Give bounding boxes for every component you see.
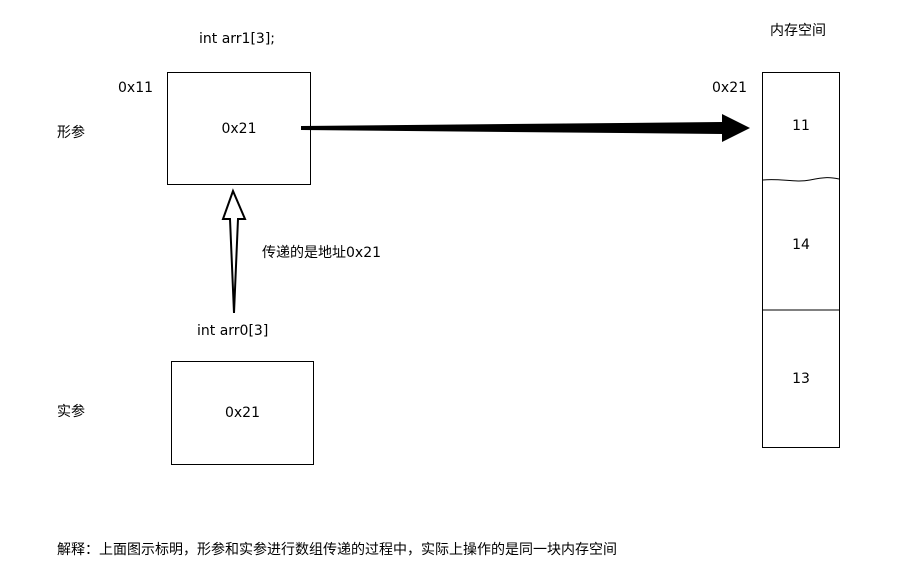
explanation-text: 解释：上面图示标明，形参和实参进行数组传递的过程中，实际上操作的是同一块内存空间 (57, 542, 617, 558)
passing-note: 传递的是地址0x21 (262, 245, 382, 261)
actual-row-label: 实参 (57, 404, 85, 420)
actual-param-box: 0x21 (171, 361, 314, 465)
pass-up-arrow (221, 188, 247, 314)
actual-value: 0x21 (224, 405, 260, 421)
memory-cell-1: 11 (792, 118, 810, 134)
memory-title: 内存空间 (770, 23, 826, 39)
memory-cell-3: 13 (792, 371, 810, 387)
memory-block: 11 14 13 (762, 72, 840, 448)
formal-address: 0x11 (118, 80, 154, 96)
formal-row-label: 形参 (57, 125, 85, 141)
memory-cell-2: 14 (792, 237, 810, 253)
pointer-arrow (301, 114, 750, 142)
formal-value: 0x21 (221, 120, 257, 137)
memory-address: 0x21 (712, 80, 748, 96)
memory-divider-1 (762, 177, 840, 182)
formal-declaration: int arr1[3]; (199, 31, 276, 47)
formal-param-box: 0x21 (167, 72, 311, 185)
actual-declaration: int arr0[3] (197, 323, 269, 339)
